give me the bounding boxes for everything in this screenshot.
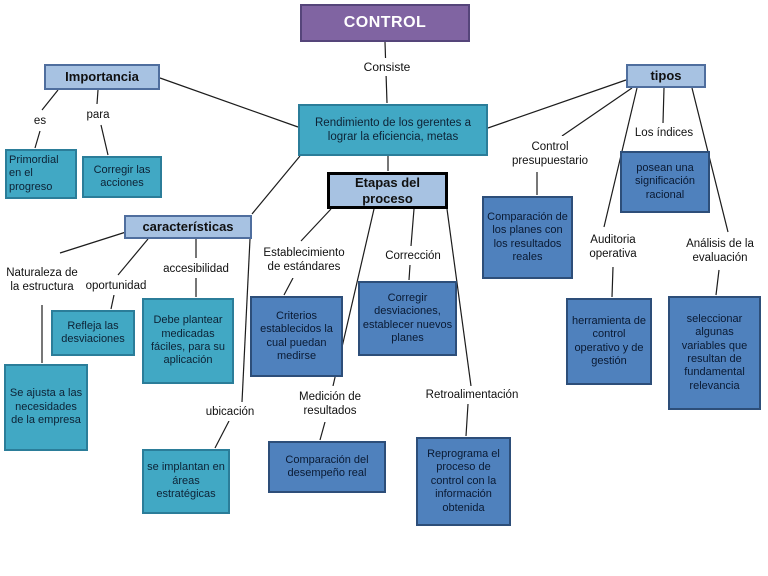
connector-line xyxy=(110,294,115,310)
connector-line xyxy=(465,403,469,437)
label-consiste: Consiste xyxy=(348,58,426,76)
connector-line xyxy=(487,79,627,129)
label-accesibilidad: accesibilidad xyxy=(156,260,236,278)
connector-line xyxy=(34,130,41,149)
node-comparacion-desempeno: Comparación del desempeño real xyxy=(268,441,386,493)
connector-line xyxy=(561,87,633,137)
node-control: CONTROL xyxy=(300,4,470,42)
connector-line xyxy=(408,264,411,281)
node-refleja-desviaciones: Refleja las desviaciones xyxy=(51,310,135,356)
connector-line xyxy=(159,77,299,128)
connector-line xyxy=(662,87,665,124)
node-se-ajusta-necesidades: Se ajusta a las necesidades de la empres… xyxy=(4,364,88,451)
label-establecimiento-estandares: Establecimiento de estándares xyxy=(256,242,352,278)
label-retroalimentacion: Retroalimentación xyxy=(418,386,526,404)
connector-line xyxy=(283,277,294,296)
label-los-indices: Los índices xyxy=(630,124,698,142)
node-caracteristicas: características xyxy=(124,215,252,239)
connector-line xyxy=(214,420,230,449)
node-seleccionar-variables: seleccionar algunas variables que result… xyxy=(668,296,761,410)
connector-line xyxy=(100,124,109,156)
node-reprograma-proceso: Reprograma el proceso de control con la … xyxy=(416,437,511,526)
connector-line xyxy=(96,89,99,105)
label-medicion-resultados: Medición de resultados xyxy=(286,386,374,422)
node-importancia: Importancia xyxy=(44,64,160,90)
connector-line xyxy=(611,266,614,298)
connector-line xyxy=(41,89,59,111)
connector-line xyxy=(446,208,472,387)
label-correccion: Corrección xyxy=(380,247,446,265)
node-tipos: tipos xyxy=(626,64,706,88)
connector-line xyxy=(117,238,149,276)
node-comparacion-planes: Comparación de los planes con los result… xyxy=(482,196,573,279)
label-analisis-evaluacion: Análisis de la evaluación xyxy=(676,233,764,269)
label-control-presupuestario: Control presupuestario xyxy=(496,136,604,172)
node-criterios-establecidos: Criterios establecidos la cual puedan me… xyxy=(250,296,343,377)
label-para: para xyxy=(76,106,120,124)
connector-line xyxy=(715,269,720,296)
label-oportunidad: oportunidad xyxy=(80,277,152,295)
connector-line xyxy=(251,155,301,215)
node-primordial-en-el-progreso: Primordial en el progreso xyxy=(5,149,77,199)
label-ubicacion: ubicación xyxy=(200,403,260,421)
connector-line xyxy=(691,87,729,233)
connector-line xyxy=(319,421,326,441)
node-etapas-del-proceso: Etapas del proceso xyxy=(327,172,448,209)
connector-line xyxy=(410,208,415,247)
label-es: es xyxy=(24,112,56,130)
label-naturaleza-estructura: Naturaleza de la estructura xyxy=(6,255,78,305)
connector-line xyxy=(241,238,251,403)
node-herramienta-control: herramienta de control operativo y de ge… xyxy=(566,298,652,385)
connector-line xyxy=(59,231,127,254)
node-se-implantan: se implantan en áreas estratégicas xyxy=(142,449,230,514)
node-rendimiento-gerentes: Rendimiento de los gerentes a lograr la … xyxy=(298,104,488,156)
connector-line xyxy=(300,208,332,242)
node-debe-plantear: Debe plantear medicadas fáciles, para su… xyxy=(142,298,234,384)
node-posean-significacion: posean una significación racional xyxy=(620,151,710,213)
node-corregir-desviaciones: Corregir desviaciones, establecer nuevos… xyxy=(358,281,457,356)
node-corregir-las-acciones: Corregir las acciones xyxy=(82,156,162,198)
label-auditoria-operativa: Auditoria operativa xyxy=(578,228,648,266)
